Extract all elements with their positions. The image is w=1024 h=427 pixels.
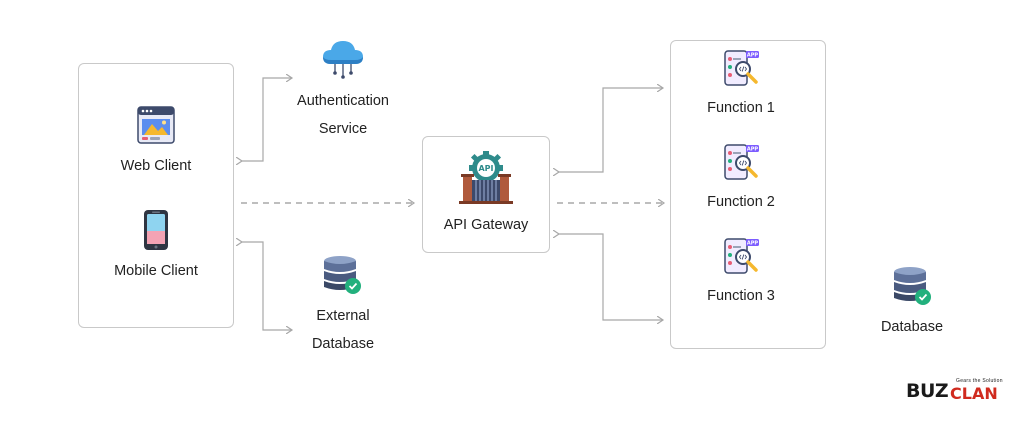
- function-1-label: Function 1: [707, 100, 775, 116]
- logo-tagline: Gears the Solution: [956, 378, 1003, 384]
- database-label: Database: [880, 319, 944, 335]
- database-icon: [894, 267, 931, 305]
- mobile-client-label: Mobile Client: [114, 263, 198, 279]
- api-gateway-icon: API: [459, 151, 513, 204]
- auth-service-label-line1: Authentication: [297, 93, 389, 109]
- arrow-client-auth: [242, 78, 292, 161]
- function-2-label: Function 2: [707, 194, 775, 210]
- smartphone-icon: [144, 210, 168, 250]
- arrow-gateway-function3: [559, 234, 663, 320]
- api-gateway-label: API Gateway: [443, 217, 529, 233]
- api-badge-text: API: [478, 164, 493, 173]
- buzzclan-logo: BUZ Gears the Solution CLAN: [906, 378, 1003, 408]
- functions-box: [670, 40, 826, 349]
- cloud-icon: [323, 41, 363, 79]
- function-1-app-badge: APP: [747, 53, 759, 59]
- auth-service-label-line2: Service: [318, 121, 368, 137]
- external-db-label-line1: External: [316, 308, 370, 324]
- browser-window-icon: [137, 106, 175, 144]
- client-box: [78, 63, 234, 328]
- logo-left-text: BUZ: [906, 380, 949, 402]
- function-2-app-icon: APP: [724, 144, 759, 180]
- arrow-gateway-function1: [559, 88, 663, 172]
- function-3-label: Function 3: [707, 288, 775, 304]
- arrow-client-external-db: [242, 242, 292, 330]
- function-2-app-badge: APP: [747, 147, 759, 153]
- function-1-app-icon: APP: [724, 50, 759, 86]
- function-3-app-badge: APP: [747, 241, 759, 247]
- logo-right-text: CLAN: [950, 384, 998, 403]
- web-client-label: Web Client: [120, 158, 192, 174]
- external-db-label-line2: Database: [311, 336, 375, 352]
- function-3-app-icon: APP: [724, 238, 759, 274]
- database-check-icon: [324, 256, 361, 294]
